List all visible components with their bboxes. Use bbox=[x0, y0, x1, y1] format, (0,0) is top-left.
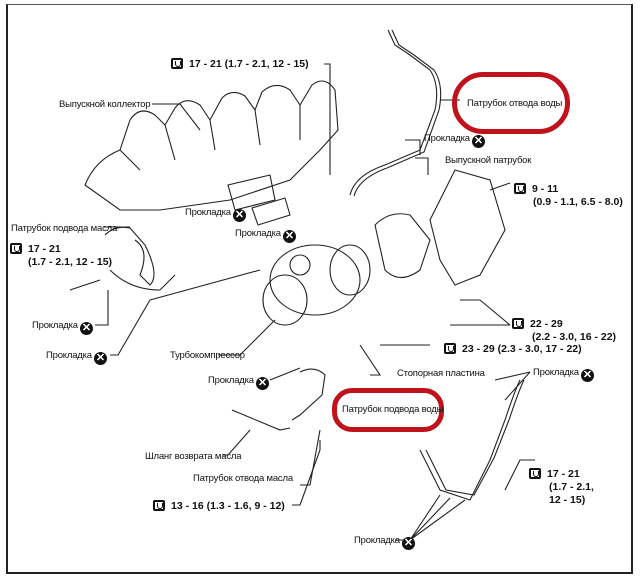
torque-value: 17 - 21 bbox=[547, 468, 580, 480]
label-exhaust-manifold: Выпускной коллектор bbox=[59, 99, 151, 110]
torque-value: 12 - 15) bbox=[549, 494, 586, 506]
gasket-label: Прокладка bbox=[533, 367, 579, 378]
torque-value: 13 - 16 (1.3 - 1.6, 9 - 12) bbox=[171, 500, 285, 512]
highlight-water-inlet bbox=[332, 388, 444, 432]
torque-wrench-icon bbox=[444, 343, 456, 354]
torque-value: 22 - 29 bbox=[530, 318, 563, 330]
torque-value: (1.7 - 2.1, bbox=[549, 481, 594, 493]
label-gasket-mid: Прокладка✕ bbox=[208, 375, 269, 390]
torque-wrench-icon bbox=[529, 468, 541, 479]
torque-wrench-icon bbox=[514, 183, 526, 194]
gasket-label: Прокладка bbox=[32, 320, 78, 331]
x-circle-icon: ✕ bbox=[401, 537, 415, 550]
torque-outlet-sub: (0.9 - 1.1, 6.5 - 8.0) bbox=[533, 196, 623, 208]
torque-22-29: 22 - 29 bbox=[512, 318, 563, 330]
turbocharger-shape bbox=[262, 244, 371, 326]
water-outlet-pipe-shape bbox=[349, 29, 442, 197]
torque-wrench-icon bbox=[171, 58, 183, 69]
torque-22-29-sub: (2.2 - 3.0, 16 - 22) bbox=[532, 331, 616, 343]
label-gasket-oil2: Прокладка✕ bbox=[46, 350, 107, 365]
label-gasket-top: Прокладка✕ bbox=[424, 133, 485, 148]
label-gasket-bottom: Прокладка✕ bbox=[354, 535, 415, 550]
x-circle-icon: ✕ bbox=[93, 352, 107, 365]
x-circle-icon: ✕ bbox=[282, 230, 296, 243]
x-circle-icon: ✕ bbox=[580, 369, 594, 382]
label-water-outlet-pipe: Патрубок отвода воды bbox=[467, 98, 563, 109]
torque-wrench-icon bbox=[10, 243, 22, 254]
label-turbocharger: Турбокомпрессор bbox=[170, 350, 245, 361]
label-oil-drain-pipe: Патрубок отвода масла bbox=[193, 473, 293, 484]
manifold-gasket-shape bbox=[251, 197, 291, 226]
torque-value: (2.2 - 3.0, 16 - 22) bbox=[532, 331, 617, 343]
oil-feed-pipe-shape bbox=[104, 226, 176, 291]
torque-water-inlet-sub1: (1.7 - 2.1, bbox=[549, 481, 594, 493]
label-lock-plate: Стопорная пластина bbox=[397, 368, 485, 379]
gasket-label: Прокладка bbox=[208, 375, 254, 386]
water-inlet-pipe-shape bbox=[419, 379, 525, 501]
gasket-label: Прокладка bbox=[235, 228, 281, 239]
oil-drain-pipe-shape bbox=[231, 368, 326, 431]
torque-outlet: 9 - 11 bbox=[514, 183, 558, 195]
torque-top: 17 - 21 (1.7 - 2.1, 12 - 15) bbox=[171, 58, 309, 70]
x-circle-icon: ✕ bbox=[471, 135, 485, 148]
label-gasket-manifold: Прокладка✕ bbox=[185, 207, 246, 222]
x-circle-icon: ✕ bbox=[232, 209, 246, 222]
torque-value: (0.9 - 1.1, 6.5 - 8.0) bbox=[533, 196, 623, 208]
gasket-label: Прокладка bbox=[185, 207, 231, 218]
torque-water-inlet: 17 - 21 bbox=[529, 468, 580, 480]
torque-water-inlet-sub2: 12 - 15) bbox=[549, 494, 585, 506]
label-gasket-right: Прокладка✕ bbox=[533, 367, 594, 382]
label-water-inlet-pipe: Патрубок подвода воды bbox=[342, 404, 444, 415]
x-circle-icon: ✕ bbox=[255, 377, 269, 390]
label-gasket-manifold2: Прокладка✕ bbox=[235, 228, 296, 243]
torque-wrench-icon bbox=[153, 500, 165, 511]
torque-oil-feed: 17 - 21 bbox=[10, 243, 61, 255]
torque-value: 23 - 29 (2.3 - 3.0, 17 - 22) bbox=[462, 343, 582, 355]
torque-value: 17 - 21 bbox=[28, 243, 61, 255]
gasket-label: Прокладка bbox=[46, 350, 92, 361]
x-circle-icon: ✕ bbox=[79, 322, 93, 335]
label-oil-return-hose: Шланг возврата масла bbox=[145, 451, 242, 462]
diagram-frame bbox=[6, 4, 633, 574]
label-gasket-oil1: Прокладка✕ bbox=[32, 320, 93, 335]
torque-bottom: 13 - 16 (1.3 - 1.6, 9 - 12) bbox=[153, 500, 285, 512]
exhaust-outlet-shape bbox=[374, 169, 506, 286]
torque-23-29: 23 - 29 (2.3 - 3.0, 17 - 22) bbox=[444, 343, 582, 355]
gasket-label: Прокладка bbox=[424, 133, 470, 144]
label-oil-feed-pipe: Патрубок подвода масла bbox=[11, 223, 118, 234]
label-exhaust-outlet: Выпускной патрубок bbox=[445, 155, 532, 166]
torque-oil-feed-sub: (1.7 - 2.1, 12 - 15) bbox=[28, 256, 112, 268]
highlight-water-outlet bbox=[452, 72, 570, 134]
torque-value: 17 - 21 (1.7 - 2.1, 12 - 15) bbox=[189, 58, 309, 70]
exhaust-manifold-shape bbox=[84, 80, 339, 211]
torque-wrench-icon bbox=[512, 318, 524, 329]
torque-value: (1.7 - 2.1, 12 - 15) bbox=[28, 256, 113, 268]
gasket-label: Прокладка bbox=[354, 535, 400, 546]
torque-value: 9 - 11 bbox=[532, 183, 559, 195]
